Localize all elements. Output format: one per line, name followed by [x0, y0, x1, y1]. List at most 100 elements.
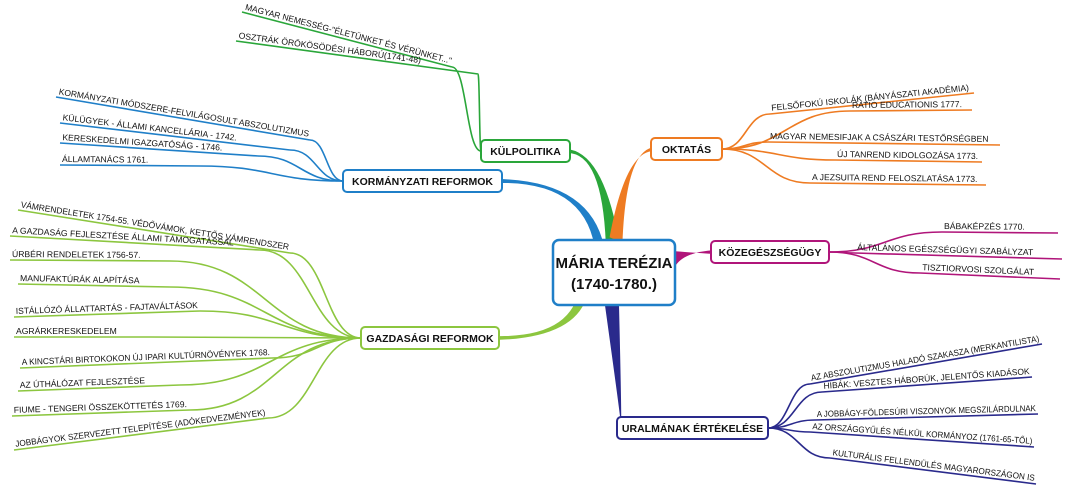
- branch-uralmanak[interactable]: URALMÁNAK ÉRTÉKELÉSE: [616, 416, 769, 440]
- leaf-label: ÁLLAMTANÁCS 1761.: [62, 154, 148, 165]
- leaf-oktatas-3[interactable]: ÚJ TANREND KIDOLGOZÁSA 1773.: [721, 148, 983, 163]
- branch-kormanyzati[interactable]: KORMÁNYZATI REFORMOK: [342, 169, 503, 193]
- leaf-connector: [179, 337, 362, 386]
- leaf-underline: [13, 417, 269, 451]
- leaf-label: A KINCSTÁRI BIRTOKOKON ÚJ IPARI KULTÚRNÖ…: [22, 347, 270, 367]
- leaf-connector: [289, 252, 362, 339]
- center-node-box: [551, 238, 677, 307]
- branch-box: [710, 240, 830, 264]
- leaf-underline: [9, 235, 261, 251]
- leaf-underline: [11, 409, 191, 417]
- leaf-label: AGRÁRKERESKEDELEM: [16, 326, 117, 336]
- leaf-kozegeszsegugy-2[interactable]: TISZTIORVOSI SZOLGÁLAT: [828, 251, 1061, 280]
- leaf-underline: [854, 252, 1063, 260]
- leaf-connector: [149, 336, 362, 339]
- leaf-kozegeszsegugy-0[interactable]: BÁBAKÉPZÉS 1770.: [828, 221, 1059, 253]
- leaf-underline: [13, 310, 201, 318]
- leaf-connector: [721, 113, 771, 150]
- center-title: MÁRIA TERÉZIA: [556, 255, 673, 272]
- leaf-underline: [55, 96, 311, 141]
- leaf-connector: [451, 66, 482, 152]
- leaf-underline: [919, 272, 1061, 280]
- leaf-connector: [259, 249, 362, 339]
- leaf-kozegeszsegugy-1[interactable]: ÁLTALÁNOS EGÉSZSÉGÜGYI SZABÁLYZAT: [828, 242, 1063, 260]
- branch-label: KÜLPOLITIKA: [490, 145, 561, 158]
- leaf-underline: [809, 431, 1035, 448]
- leaf-oktatas-4[interactable]: A JEZSUITA REND FELOSZLATÁSA 1773.: [721, 148, 987, 186]
- leaf-label: A JEZSUITA REND FELOSZLATÁSA 1773.: [812, 172, 978, 184]
- center-years: (1740-1780.): [571, 276, 657, 293]
- leaf-uralmanak-2[interactable]: A JOBBÁGY-FÖLDESÚRI VISZONYOK MEGSZILÁRD…: [767, 403, 1039, 429]
- leaf-gazdasagi-0[interactable]: VÁMRENDELETEK 1754-55. VÉDŐVÁMOK, KETTŐS…: [17, 199, 362, 339]
- leaf-underline: [821, 376, 1033, 393]
- branch-trunk-oktatas: [609, 147, 655, 243]
- leaf-label: ÚJ TANREND KIDOLGOZÁSA 1773.: [837, 149, 978, 161]
- leaf-connector: [721, 148, 811, 184]
- leaf-underline: [17, 384, 181, 392]
- leaf-underline: [9, 259, 171, 262]
- leaf-label: AZ ÚTHÁLÓZAT FEJLESZTÉSE: [20, 375, 146, 390]
- branch-gazdasagi[interactable]: GAZDASÁGI REFORMOK: [360, 326, 500, 350]
- branch-box: [480, 139, 571, 163]
- leaf-underline: [814, 413, 1039, 421]
- leaf-connector: [309, 139, 344, 182]
- leaf-underline: [834, 159, 983, 163]
- leaf-label: RATIO EDUCATIONIS 1777.: [852, 99, 962, 110]
- leaf-connector: [721, 148, 836, 161]
- leaf-kormanyzati-3[interactable]: ÁLLAMTANÁCS 1761.: [59, 154, 344, 182]
- leaf-gazdasagi-4[interactable]: ISTÁLLÓZÓ ÁLLATTARTÁS - FAJTAVÁLTÁSOK: [13, 300, 362, 339]
- center-node[interactable]: MÁRIA TERÉZIA (1740-1780.): [551, 238, 677, 307]
- branch-trunk-kozegeszsegugy: [673, 250, 715, 265]
- branch-trunk-uralmanak: [605, 304, 622, 430]
- branch-box: [650, 137, 723, 161]
- branch-kulpolitika[interactable]: KÜLPOLITIKA: [480, 139, 571, 163]
- leaf-connector: [199, 165, 344, 182]
- leaf-underline: [59, 142, 259, 157]
- leaf-label: BÁBAKÉPZÉS 1770.: [944, 221, 1025, 232]
- branch-box: [342, 169, 503, 193]
- branch-label: GAZDASÁGI REFORMOK: [366, 332, 494, 345]
- branch-label: URALMÁNAK ÉRTÉKELÉSE: [622, 422, 763, 435]
- leaf-connector: [199, 310, 362, 339]
- branch-label: OKTATÁS: [662, 143, 711, 156]
- leaf-connector: [828, 231, 943, 253]
- leaf-connector: [267, 337, 362, 419]
- leaf-underline: [19, 357, 273, 369]
- leaf-underline: [829, 457, 1037, 485]
- leaf-underline: [17, 209, 291, 254]
- leaf-underline: [59, 122, 291, 151]
- leaf-uralmanak-3[interactable]: AZ ORSZÁGGYŰLÉS NÉLKÜL KORMÁNYOZ (1761-6…: [767, 421, 1035, 448]
- branch-oktatas[interactable]: OKTATÁS: [650, 137, 723, 161]
- leaf-label: ÚRBÉRI RENDELETEK 1756-57.: [12, 249, 141, 260]
- leaf-label: MANUFAKTÚRÁK ALAPÍTÁSA: [20, 273, 140, 285]
- leaf-underline: [59, 164, 201, 167]
- leaf-underline: [809, 343, 1043, 385]
- leaf-gazdasagi-7[interactable]: AZ ÚTHÁLÓZAT FEJLESZTÉSE: [17, 337, 362, 392]
- branch-trunk-kulpolitika: [566, 149, 619, 244]
- leaf-label: MAGYAR NEMESIFJAK A CSÁSZÁRI TESTŐRSÉGBE…: [770, 131, 989, 144]
- leaf-underline: [241, 11, 453, 68]
- leaf-label: TISZTIORVOSI SZOLGÁLAT: [922, 262, 1035, 277]
- leaf-gazdasagi-8[interactable]: FIUME - TENGERI ÖSSZEKÖTTETÉS 1769.: [11, 337, 362, 417]
- leaf-gazdasagi-3[interactable]: MANUFAKTÚRÁK ALAPÍTÁSA: [17, 273, 362, 339]
- leaf-connector: [721, 110, 851, 150]
- leaf-gazdasagi-6[interactable]: A KINCSTÁRI BIRTOKOKON ÚJ IPARI KULTÚRNÖ…: [19, 337, 362, 369]
- leaf-connector: [767, 427, 831, 459]
- branch-kozegeszsegugy[interactable]: KÖZEGÉSZSÉGÜGY: [710, 240, 830, 264]
- leaf-connector: [828, 251, 921, 274]
- leaf-label: AZ ORSZÁGGYŰLÉS NÉLKÜL KORMÁNYOZ (1761-6…: [812, 421, 1033, 446]
- leaf-underline: [809, 182, 987, 186]
- leaf-uralmanak-1[interactable]: HIBÁK: VESZTES HÁBORÚK, JELENTŐS KIADÁSO…: [767, 366, 1033, 429]
- leaf-underline: [769, 92, 975, 115]
- leaf-underline: [849, 109, 973, 112]
- leaf-oktatas-2[interactable]: MAGYAR NEMESIFJAK A CSÁSZÁRI TESTŐRSÉGBE…: [721, 131, 1001, 150]
- leaf-oktatas-1[interactable]: RATIO EDUCATIONIS 1777.: [721, 99, 973, 150]
- leaf-connector: [169, 260, 362, 339]
- leaf-underline: [235, 40, 479, 75]
- branch-label: KÖZEGÉSZSÉGÜGY: [719, 246, 822, 259]
- leaf-gazdasagi-2[interactable]: ÚRBÉRI RENDELETEK 1756-57.: [9, 249, 362, 339]
- leaf-label: KULTURÁLIS FELLENDÜLÉS MAGYARORSZÁGON IS: [832, 447, 1035, 482]
- leaf-gazdasagi-5[interactable]: AGRÁRKERESKEDELEM: [14, 326, 362, 339]
- branch-box: [360, 326, 500, 350]
